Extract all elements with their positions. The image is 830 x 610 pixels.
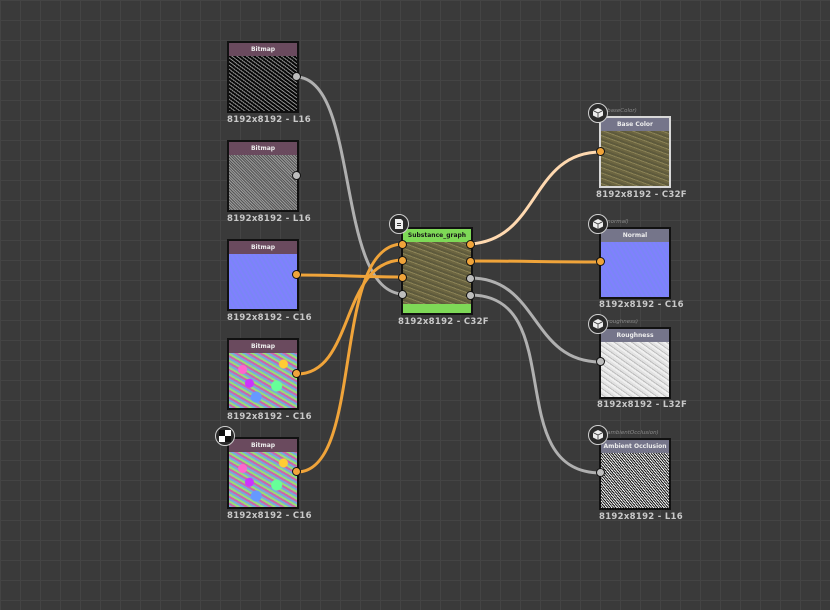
bitmap-node-4-output-port[interactable] <box>292 369 301 378</box>
normal-input-port[interactable] <box>596 257 605 266</box>
cube-icon <box>588 425 608 445</box>
bitmap-thumbnail <box>229 353 297 408</box>
output-node-resolution: 8192x8192 - L16 <box>599 512 683 522</box>
output-node-ambient-occlusion[interactable]: Ambient Occlusion <box>599 438 671 510</box>
wire-graph-to-normal <box>469 259 602 264</box>
bitmap-node-title: Bitmap <box>229 142 297 155</box>
wire-bitmap1-to-graph <box>296 75 404 296</box>
bitmap-node-1-resolution: 8192x8192 - L16 <box>227 115 311 125</box>
graph-output-port-2[interactable] <box>466 257 475 266</box>
wire-graph-to-roughness <box>469 276 602 364</box>
graph-output-port-4[interactable] <box>466 291 475 300</box>
output-thumbnail <box>601 453 669 508</box>
checker-icon <box>215 426 235 446</box>
wire-graph-to-basecolor <box>469 150 602 246</box>
bitmap-node-2[interactable]: Bitmap <box>227 140 299 212</box>
graph-output-port-3[interactable] <box>466 274 475 283</box>
bitmap-node-title: Bitmap <box>229 439 297 452</box>
graph-thumbnail <box>403 242 471 304</box>
bitmap-node-2-output-port[interactable] <box>292 171 301 180</box>
ao-input-port[interactable] <box>596 468 605 477</box>
output-node-roughness[interactable]: Roughness <box>599 327 671 399</box>
output-identifier: (normal) <box>605 219 629 225</box>
wire-graph-to-ao <box>469 293 602 475</box>
output-node-resolution: 8192x8192 - C16 <box>599 300 684 310</box>
graph-input-port-2[interactable] <box>398 256 407 265</box>
bitmap-node-3-resolution: 8192x8192 - C16 <box>227 313 312 323</box>
bitmap-node-1-output-port[interactable] <box>292 72 301 81</box>
bitmap-node-5-resolution: 8192x8192 - C16 <box>227 511 312 521</box>
bitmap-node-1[interactable]: Bitmap <box>227 41 299 113</box>
output-node-title: Normal <box>601 229 669 242</box>
bitmap-thumbnail <box>229 452 297 507</box>
base-color-input-port[interactable] <box>596 147 605 156</box>
graph-node-title: Substance_graph <box>403 229 471 242</box>
output-node-normal[interactable]: Normal <box>599 227 671 299</box>
wire-bitmap4-to-graph <box>296 258 404 376</box>
roughness-input-port[interactable] <box>596 357 605 366</box>
bitmap-thumbnail <box>229 155 297 210</box>
cube-icon <box>588 314 608 334</box>
output-identifier: (roughness) <box>605 319 638 325</box>
bitmap-node-title: Bitmap <box>229 340 297 353</box>
substance-graph-node[interactable]: Substance_graph <box>401 227 473 315</box>
bitmap-node-5[interactable]: Bitmap <box>227 437 299 509</box>
bitmap-thumbnail <box>229 254 297 309</box>
output-node-resolution: 8192x8192 - L32F <box>597 400 688 410</box>
output-thumbnail <box>601 131 669 186</box>
graph-output-port-1[interactable] <box>466 240 475 249</box>
bitmap-node-4-resolution: 8192x8192 - C16 <box>227 412 312 422</box>
bitmap-node-3[interactable]: Bitmap <box>227 239 299 311</box>
output-node-title: Roughness <box>601 329 669 342</box>
wire-bitmap3-to-graph <box>296 273 404 279</box>
output-node-title: Base Color <box>601 118 669 131</box>
output-identifier: (baseColor) <box>605 108 637 114</box>
graph-input-port-4[interactable] <box>398 290 407 299</box>
bitmap-node-3-output-port[interactable] <box>292 270 301 279</box>
output-node-title: Ambient Occlusion <box>601 440 669 453</box>
document-icon <box>389 214 409 234</box>
bitmap-node-5-output-port[interactable] <box>292 467 301 476</box>
output-identifier: (ambientOcclusion) <box>605 430 659 436</box>
bitmap-node-title: Bitmap <box>229 43 297 56</box>
wire-bitmap5-to-graph <box>296 242 404 474</box>
output-node-resolution: 8192x8192 - C32F <box>596 190 687 200</box>
output-node-base-color[interactable]: Base Color <box>599 116 671 188</box>
output-thumbnail <box>601 342 669 397</box>
cube-icon <box>588 103 608 123</box>
output-thumbnail <box>601 242 669 297</box>
graph-input-port-1[interactable] <box>398 240 407 249</box>
bitmap-thumbnail <box>229 56 297 111</box>
graph-node-resolution: 8192x8192 - C32F <box>398 317 489 327</box>
graph-input-port-3[interactable] <box>398 273 407 282</box>
graph-node-footer <box>403 304 471 313</box>
bitmap-node-2-resolution: 8192x8192 - L16 <box>227 214 311 224</box>
cube-icon <box>588 214 608 234</box>
bitmap-node-title: Bitmap <box>229 241 297 254</box>
bitmap-node-4[interactable]: Bitmap <box>227 338 299 410</box>
